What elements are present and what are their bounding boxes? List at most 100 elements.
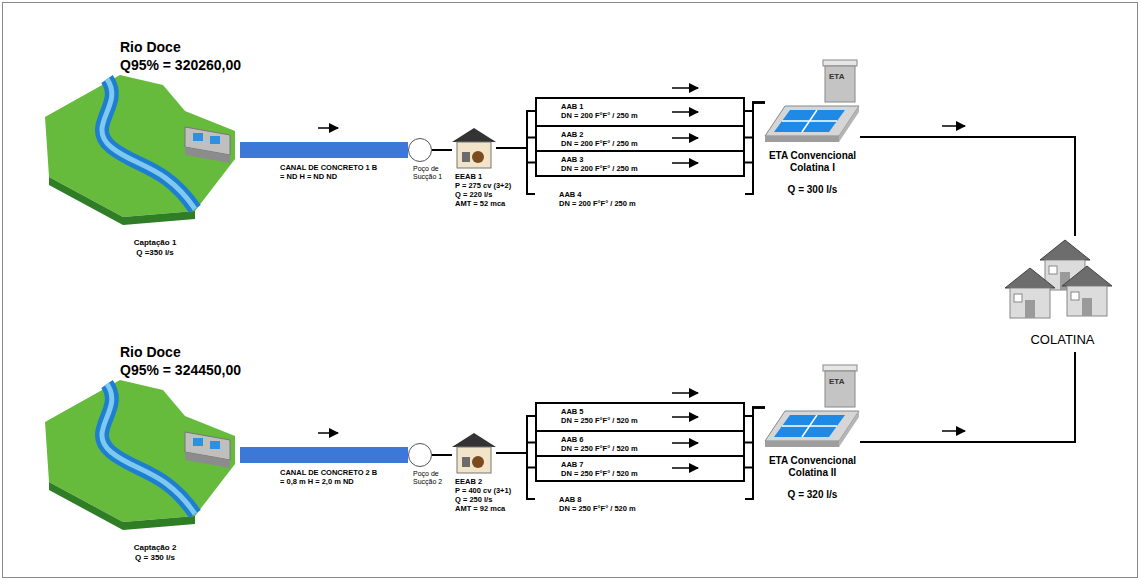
pipe-line	[496, 416, 535, 453]
pipeline-band: AAB 8DN = 250 F°F° / 520 m	[535, 480, 745, 518]
pipe-line	[745, 408, 765, 500]
node-label: AAB 8	[559, 496, 582, 505]
node-label: AAB 3	[561, 156, 584, 165]
node-label: AAB 7	[561, 461, 584, 470]
node-label: DN = 250 F°F° / 520 m	[561, 470, 638, 479]
pipe-line	[745, 103, 765, 112]
pipeline-band: AAB 3DN = 200 F°F° / 250 m	[535, 150, 745, 175]
city: COLATINA	[1000, 236, 1125, 352]
node-label: AAB 2	[561, 131, 584, 140]
treatment-plant-icon	[765, 365, 859, 447]
flow-arrows	[318, 88, 965, 468]
flow-arrow	[672, 111, 698, 113]
pipe-line	[860, 352, 1075, 442]
pipe-line	[432, 149, 452, 151]
node-label: P = 400 cv (3+1)	[455, 487, 511, 496]
pipe-line	[745, 103, 765, 195]
node-label: Poço de Sucção 2	[413, 470, 453, 486]
pipe-line	[745, 408, 765, 417]
treatment-plant-icon	[765, 60, 859, 142]
pipe-line	[496, 111, 535, 148]
pipe-line	[496, 443, 535, 454]
node-label: ETA	[829, 377, 844, 386]
node-label: ETA Convencional Colatina I	[760, 150, 865, 173]
flow-arrow	[942, 125, 965, 127]
node-label: P = 275 cv (3+2)	[455, 182, 511, 191]
node-label: EEAB 2	[455, 478, 482, 487]
treatment-plant: ETAETA Convencional Colatina IIQ = 320 l…	[765, 365, 860, 450]
flow-arrow	[672, 392, 698, 394]
node-label: DN = 200 F°F° / 250 m	[561, 140, 638, 149]
node-label: Q = 300 l/s	[760, 184, 865, 196]
node-label: COLATINA	[1000, 333, 1125, 348]
node-label: DN = 200 F°F° / 250 m	[561, 112, 638, 121]
node-label: AMT = 92 mca	[455, 505, 505, 514]
flow-arrow	[672, 162, 698, 164]
concrete-channel	[240, 142, 408, 158]
flow-arrow	[672, 467, 698, 469]
node-label: DN = 200 F°F° / 250 m	[561, 165, 638, 174]
river-illustration	[45, 75, 235, 225]
treatment-plant: ETAETA Convencional Colatina IQ = 300 l/…	[765, 60, 860, 145]
flow-arrow	[672, 137, 698, 139]
pipe-line	[860, 137, 1075, 236]
pump-station: EEAB 1P = 275 cv (3+2)Q = 220 l/sAMT = 5…	[452, 126, 496, 170]
house-icon	[1062, 266, 1112, 316]
node-label: Captação 2	[100, 543, 210, 552]
node-label: Q = 250 l/s	[455, 496, 492, 505]
suction-well: Poço de Sucção 2	[408, 443, 432, 467]
node-label: Q = 320 l/s	[760, 489, 865, 501]
channel-label: CANAL DE CONCRETO 1 B = ND H = ND ND	[280, 164, 380, 181]
pipeline-band: AAB 2DN = 200 F°F° / 250 m	[535, 125, 745, 150]
flow-arrow	[672, 416, 698, 418]
node-label: Q95% = 320260,00	[120, 57, 241, 73]
pipe-line	[745, 408, 765, 443]
node-label: AAB 5	[561, 408, 584, 417]
pump-station: EEAB 2P = 400 cv (3+1)Q = 250 l/sAMT = 9…	[452, 431, 496, 475]
flow-arrow	[942, 430, 965, 432]
pipe-line	[745, 103, 765, 163]
pipeline-band: AAB 7DN = 250 F°F° / 520 m	[535, 455, 745, 480]
pipe-line	[745, 103, 765, 138]
node-label: DN = 250 F°F° / 520 m	[559, 505, 636, 514]
pipeline-band: AAB 5DN = 250 F°F° / 520 m	[535, 402, 745, 430]
node-label: AAB 6	[561, 436, 584, 445]
flow-arrow	[318, 432, 338, 434]
node-label: Rio Doce	[120, 344, 181, 360]
node-label: DN = 200 F°F° / 250 m	[559, 200, 636, 209]
flow-arrow	[318, 127, 338, 129]
pipe-line	[432, 454, 452, 456]
node-label: Rio Doce	[120, 39, 181, 55]
flow-arrow	[672, 442, 698, 444]
river-intake: Rio DoceQ95% = 320260,00Captação 1Q =350…	[40, 35, 240, 265]
suction-well: Poço de Sucção 1	[408, 138, 432, 162]
node-label: DN = 250 F°F° / 520 m	[561, 445, 638, 454]
pipe-line	[496, 138, 535, 149]
node-label: AAB 4	[559, 191, 582, 200]
node-label: EEAB 1	[455, 173, 482, 182]
node-label: Q95% = 324450,00	[120, 362, 241, 378]
river-illustration	[45, 380, 235, 530]
concrete-channel	[240, 447, 408, 463]
pipe-line	[496, 453, 535, 468]
house-icon	[1005, 268, 1055, 318]
node-label: ETA Convencional Colatina II	[760, 455, 865, 478]
node-label: Captação 1	[100, 238, 210, 247]
pipeline-band: AAB 4DN = 200 F°F° / 250 m	[535, 175, 745, 213]
node-label: ETA	[829, 72, 844, 81]
pump-house-icon	[452, 433, 496, 473]
river-intake: Rio DoceQ95% = 324450,00Captação 2Q = 35…	[40, 340, 240, 570]
node-label: Q =350 l/s	[100, 248, 210, 257]
pump-house-icon	[452, 128, 496, 168]
pipeline-band: AAB 6DN = 250 F°F° / 520 m	[535, 430, 745, 455]
node-label: AMT = 52 mca	[455, 200, 505, 209]
pipe-line	[496, 148, 535, 163]
pipeline-band: AAB 1DN = 200 F°F° / 250 m	[535, 97, 745, 125]
flow-arrow	[672, 87, 698, 89]
channel-label: CANAL DE CONCRETO 2 B = 0,8 m H = 2,0 m …	[280, 469, 380, 486]
pipe-line	[745, 408, 765, 468]
